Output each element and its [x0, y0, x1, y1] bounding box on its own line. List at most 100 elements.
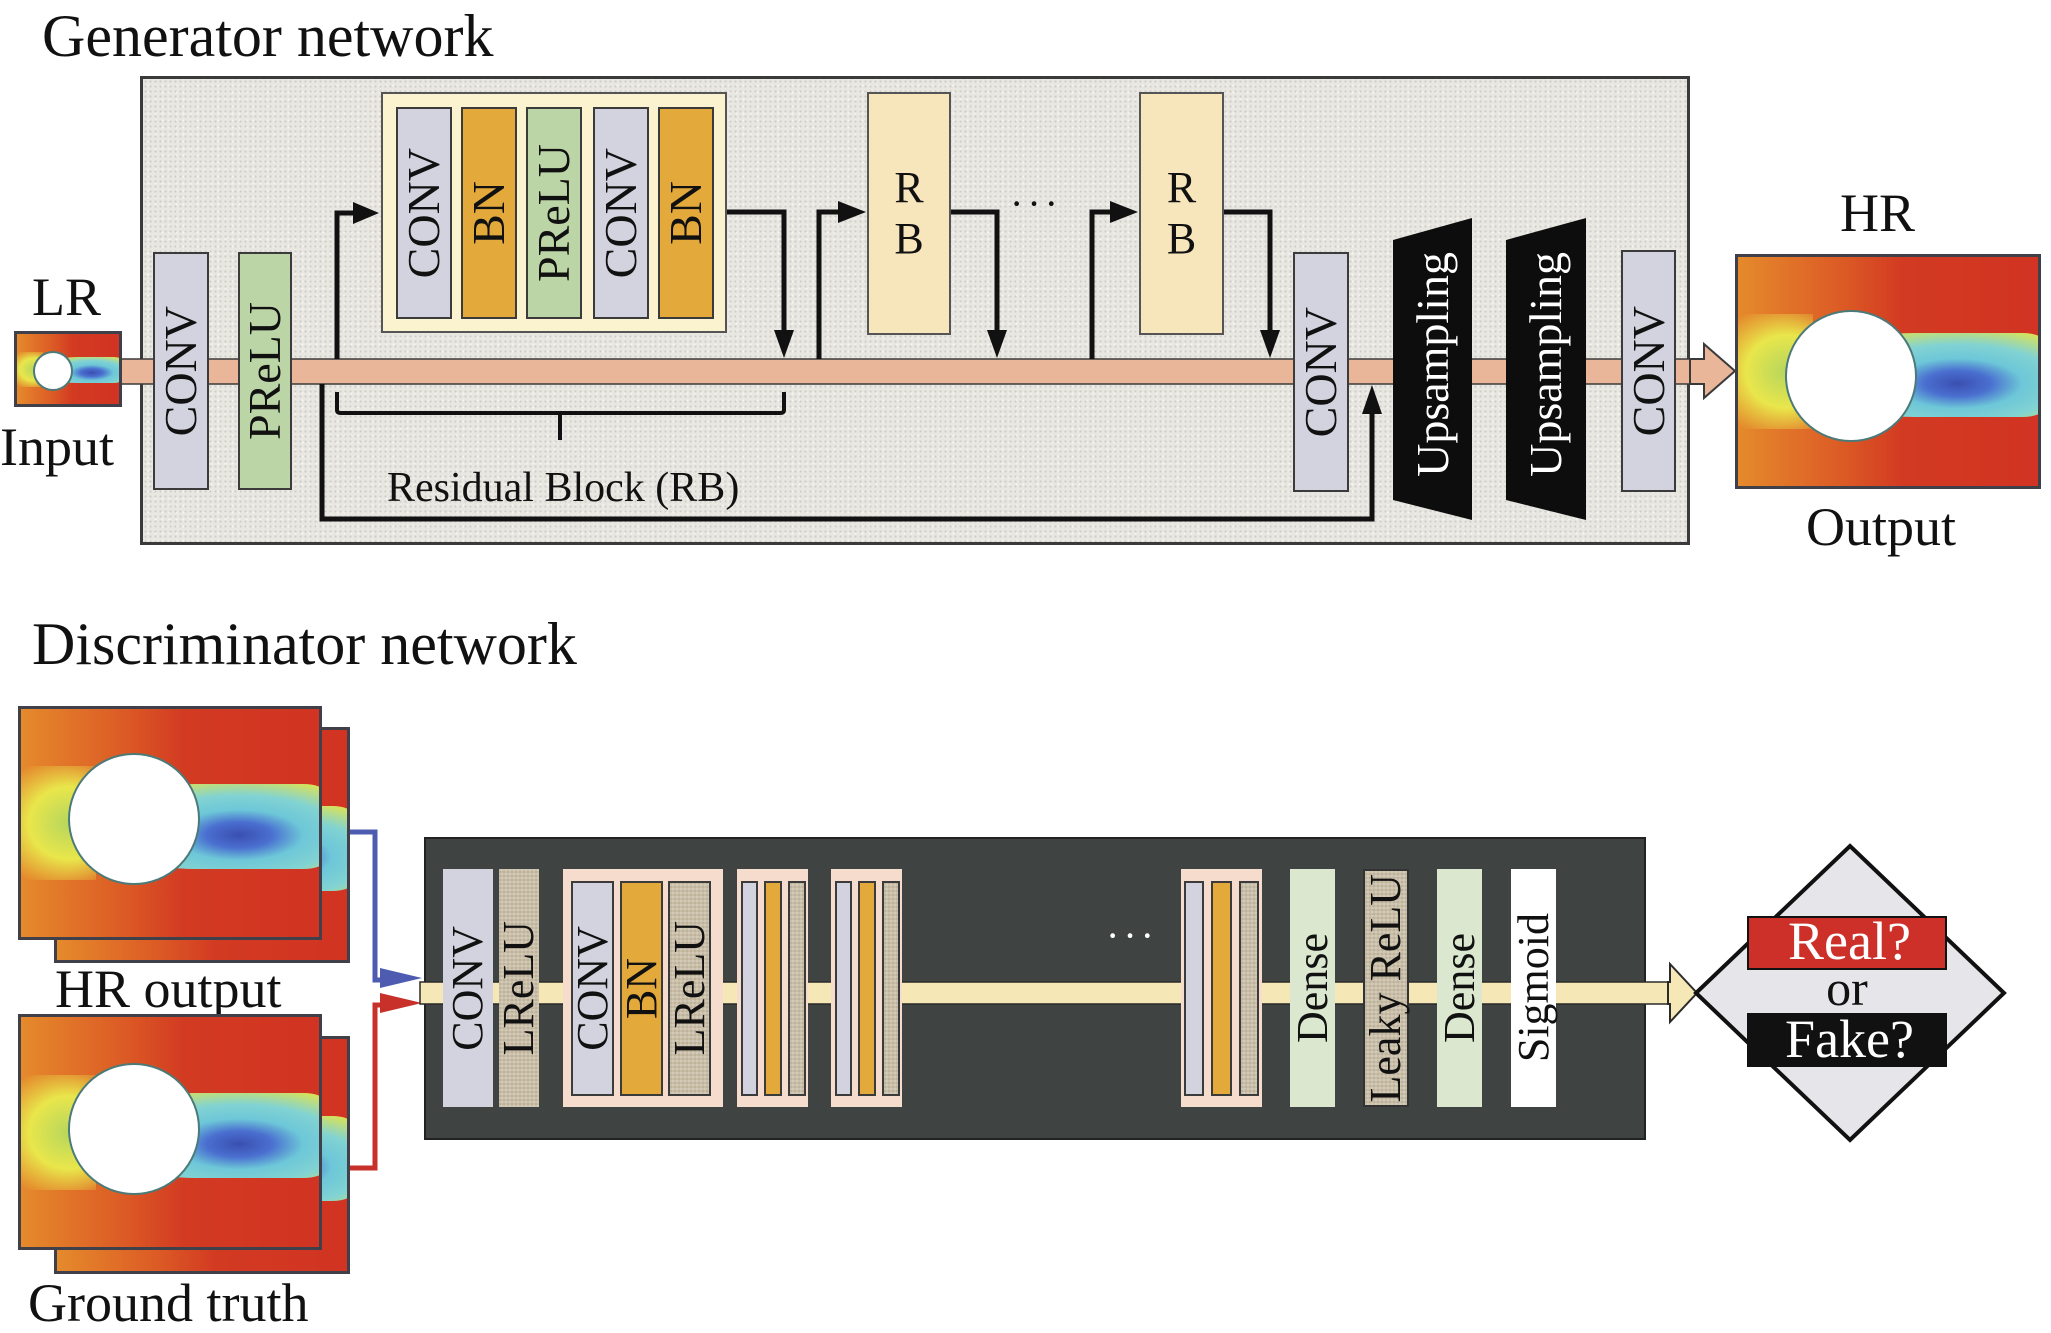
disc-block-1-conv: CONV	[567, 881, 617, 1096]
disc-leaky-relu: Leaky ReLU	[1361, 869, 1410, 1107]
disc-block-3-lrelu	[882, 881, 900, 1096]
disc-dense-1: Dense	[1287, 869, 1337, 1107]
rb-input-line	[334, 210, 355, 359]
rb-block-last-label: R B	[1166, 162, 1197, 263]
hr-output-image-front	[18, 706, 322, 940]
upsampling-1-shape	[1393, 218, 1472, 520]
disc-block-1-bn-label: BN	[616, 957, 666, 1020]
disc-dense-2-label: Dense	[1434, 933, 1484, 1043]
gen-prelu-label: PReLU	[239, 302, 290, 440]
rb-prelu: PReLU	[526, 107, 582, 319]
disc-conv-first: CONV	[443, 869, 493, 1107]
discriminator-title: Discriminator network	[32, 611, 577, 677]
real-badge	[1747, 916, 1947, 970]
disc-block-1-conv-label: CONV	[567, 926, 617, 1051]
disc-block-3-bn	[858, 881, 876, 1096]
disc-block-2-lrelu	[788, 881, 806, 1096]
disc-block-last-lrelu	[1239, 881, 1259, 1096]
rb-bn-1-label: BN	[463, 181, 514, 245]
hr-label: HR	[1840, 183, 1916, 243]
cylinder-shape	[68, 1063, 200, 1195]
disc-dense-1-label: Dense	[1287, 933, 1337, 1043]
ground-truth-connector	[350, 1002, 385, 1171]
rb-bracket	[335, 392, 786, 440]
fake-label: Fake?	[1785, 1009, 1914, 1069]
rb-block-last: R B	[1139, 92, 1224, 335]
generator-title: Generator network	[42, 3, 494, 69]
gen-conv-first: CONV	[153, 252, 209, 490]
upsampling-shapes	[1393, 218, 1586, 520]
ground-truth-image-front	[18, 1014, 322, 1250]
cylinder-shape	[1785, 310, 1917, 442]
disc-dense-2: Dense	[1434, 869, 1484, 1107]
rb-prelu-label: PReLU	[528, 144, 579, 282]
gen-conv-last-label: CONV	[1622, 305, 1674, 437]
disc-lrelu-first: LReLU	[494, 869, 543, 1107]
disc-block-1-lrelu-label: LReLU	[664, 921, 714, 1056]
ground-truth-arrowhead	[380, 993, 422, 1013]
generator-output-arrow	[1689, 341, 1737, 401]
rb-bn-1: BN	[461, 107, 517, 319]
gen-conv-post-label: CONV	[1295, 306, 1346, 438]
hr-output-label: HR output	[55, 959, 282, 1019]
long-skip-arrowhead	[1362, 385, 1382, 414]
upsampling-2-shape	[1506, 218, 1586, 520]
rb2-input-arrowhead	[1110, 201, 1138, 223]
real-label: Real?	[1788, 911, 1911, 971]
rb-conv-2: CONV	[593, 107, 649, 319]
fake-badge	[1747, 1013, 1947, 1067]
hr-output-connector	[350, 829, 385, 983]
hr-output-image	[1735, 254, 2041, 489]
disc-block-last-bn	[1211, 881, 1232, 1096]
disc-conv-first-label: CONV	[443, 925, 492, 1051]
residual-block-label: Residual Block (RB)	[387, 465, 740, 511]
disc-ellipsis: ···	[1106, 913, 1158, 958]
discriminator-input-connectors	[350, 829, 422, 1171]
rb1-output-line	[951, 209, 1000, 335]
upsampling-1: Upsampling	[1393, 228, 1472, 500]
rb-output-arrowhead	[774, 330, 794, 358]
disc-block-2-conv	[741, 881, 758, 1096]
rb2-output-line	[1224, 209, 1273, 335]
disc-block-last-conv	[1184, 881, 1204, 1096]
rb2-output-arrowhead	[1260, 330, 1280, 358]
ground-truth-label: Ground truth	[28, 1273, 309, 1333]
rb-conv-2-label: CONV	[595, 147, 646, 279]
gen-conv-first-label: CONV	[155, 305, 206, 437]
disc-lrelu-first-label: LReLU	[494, 920, 543, 1056]
disc-sigmoid-label: Sigmoid	[1508, 913, 1558, 1063]
upsampling-1-label: Upsampling	[1406, 251, 1458, 477]
rb2-input-line	[1089, 209, 1112, 359]
discriminator-output-arrow	[1667, 961, 1699, 1025]
disc-block-1-lrelu: LReLU	[664, 881, 714, 1096]
rb-ellipsis: ···	[1010, 181, 1062, 226]
gen-conv-last: CONV	[1621, 250, 1676, 492]
discriminator-flow	[419, 961, 1699, 1025]
rb1-output-arrowhead	[987, 330, 1007, 358]
rb-conv-1: CONV	[396, 107, 452, 319]
rb-bn-2-label: BN	[660, 181, 711, 245]
rb-block-first-label: R B	[894, 162, 924, 263]
disc-leaky-relu-label: Leaky ReLU	[1361, 873, 1410, 1103]
disc-block-3-conv	[835, 881, 852, 1096]
rb1-input-line	[816, 209, 840, 359]
or-label: or	[1826, 960, 1868, 1016]
upsampling-2: Upsampling	[1506, 228, 1586, 500]
cylinder-shape	[68, 753, 200, 885]
gen-prelu: PReLU	[238, 252, 292, 490]
rb1-input-arrowhead	[838, 201, 866, 223]
disc-block-2-bn	[764, 881, 782, 1096]
rb-bn-2: BN	[658, 107, 714, 319]
input-label: Input	[0, 417, 114, 477]
gen-conv-post: CONV	[1293, 252, 1349, 492]
lr-label: LR	[32, 267, 102, 327]
output-label: Output	[1806, 497, 1957, 557]
disc-block-1-bn: BN	[616, 881, 666, 1096]
cylinder-shape	[33, 351, 73, 391]
hr-output-arrowhead	[380, 968, 422, 988]
disc-sigmoid: Sigmoid	[1508, 869, 1558, 1107]
rb-output-line	[726, 209, 787, 335]
upsampling-2-label: Upsampling	[1520, 251, 1571, 477]
rb-conv-1-label: CONV	[398, 147, 449, 279]
lr-input-image	[14, 331, 122, 407]
